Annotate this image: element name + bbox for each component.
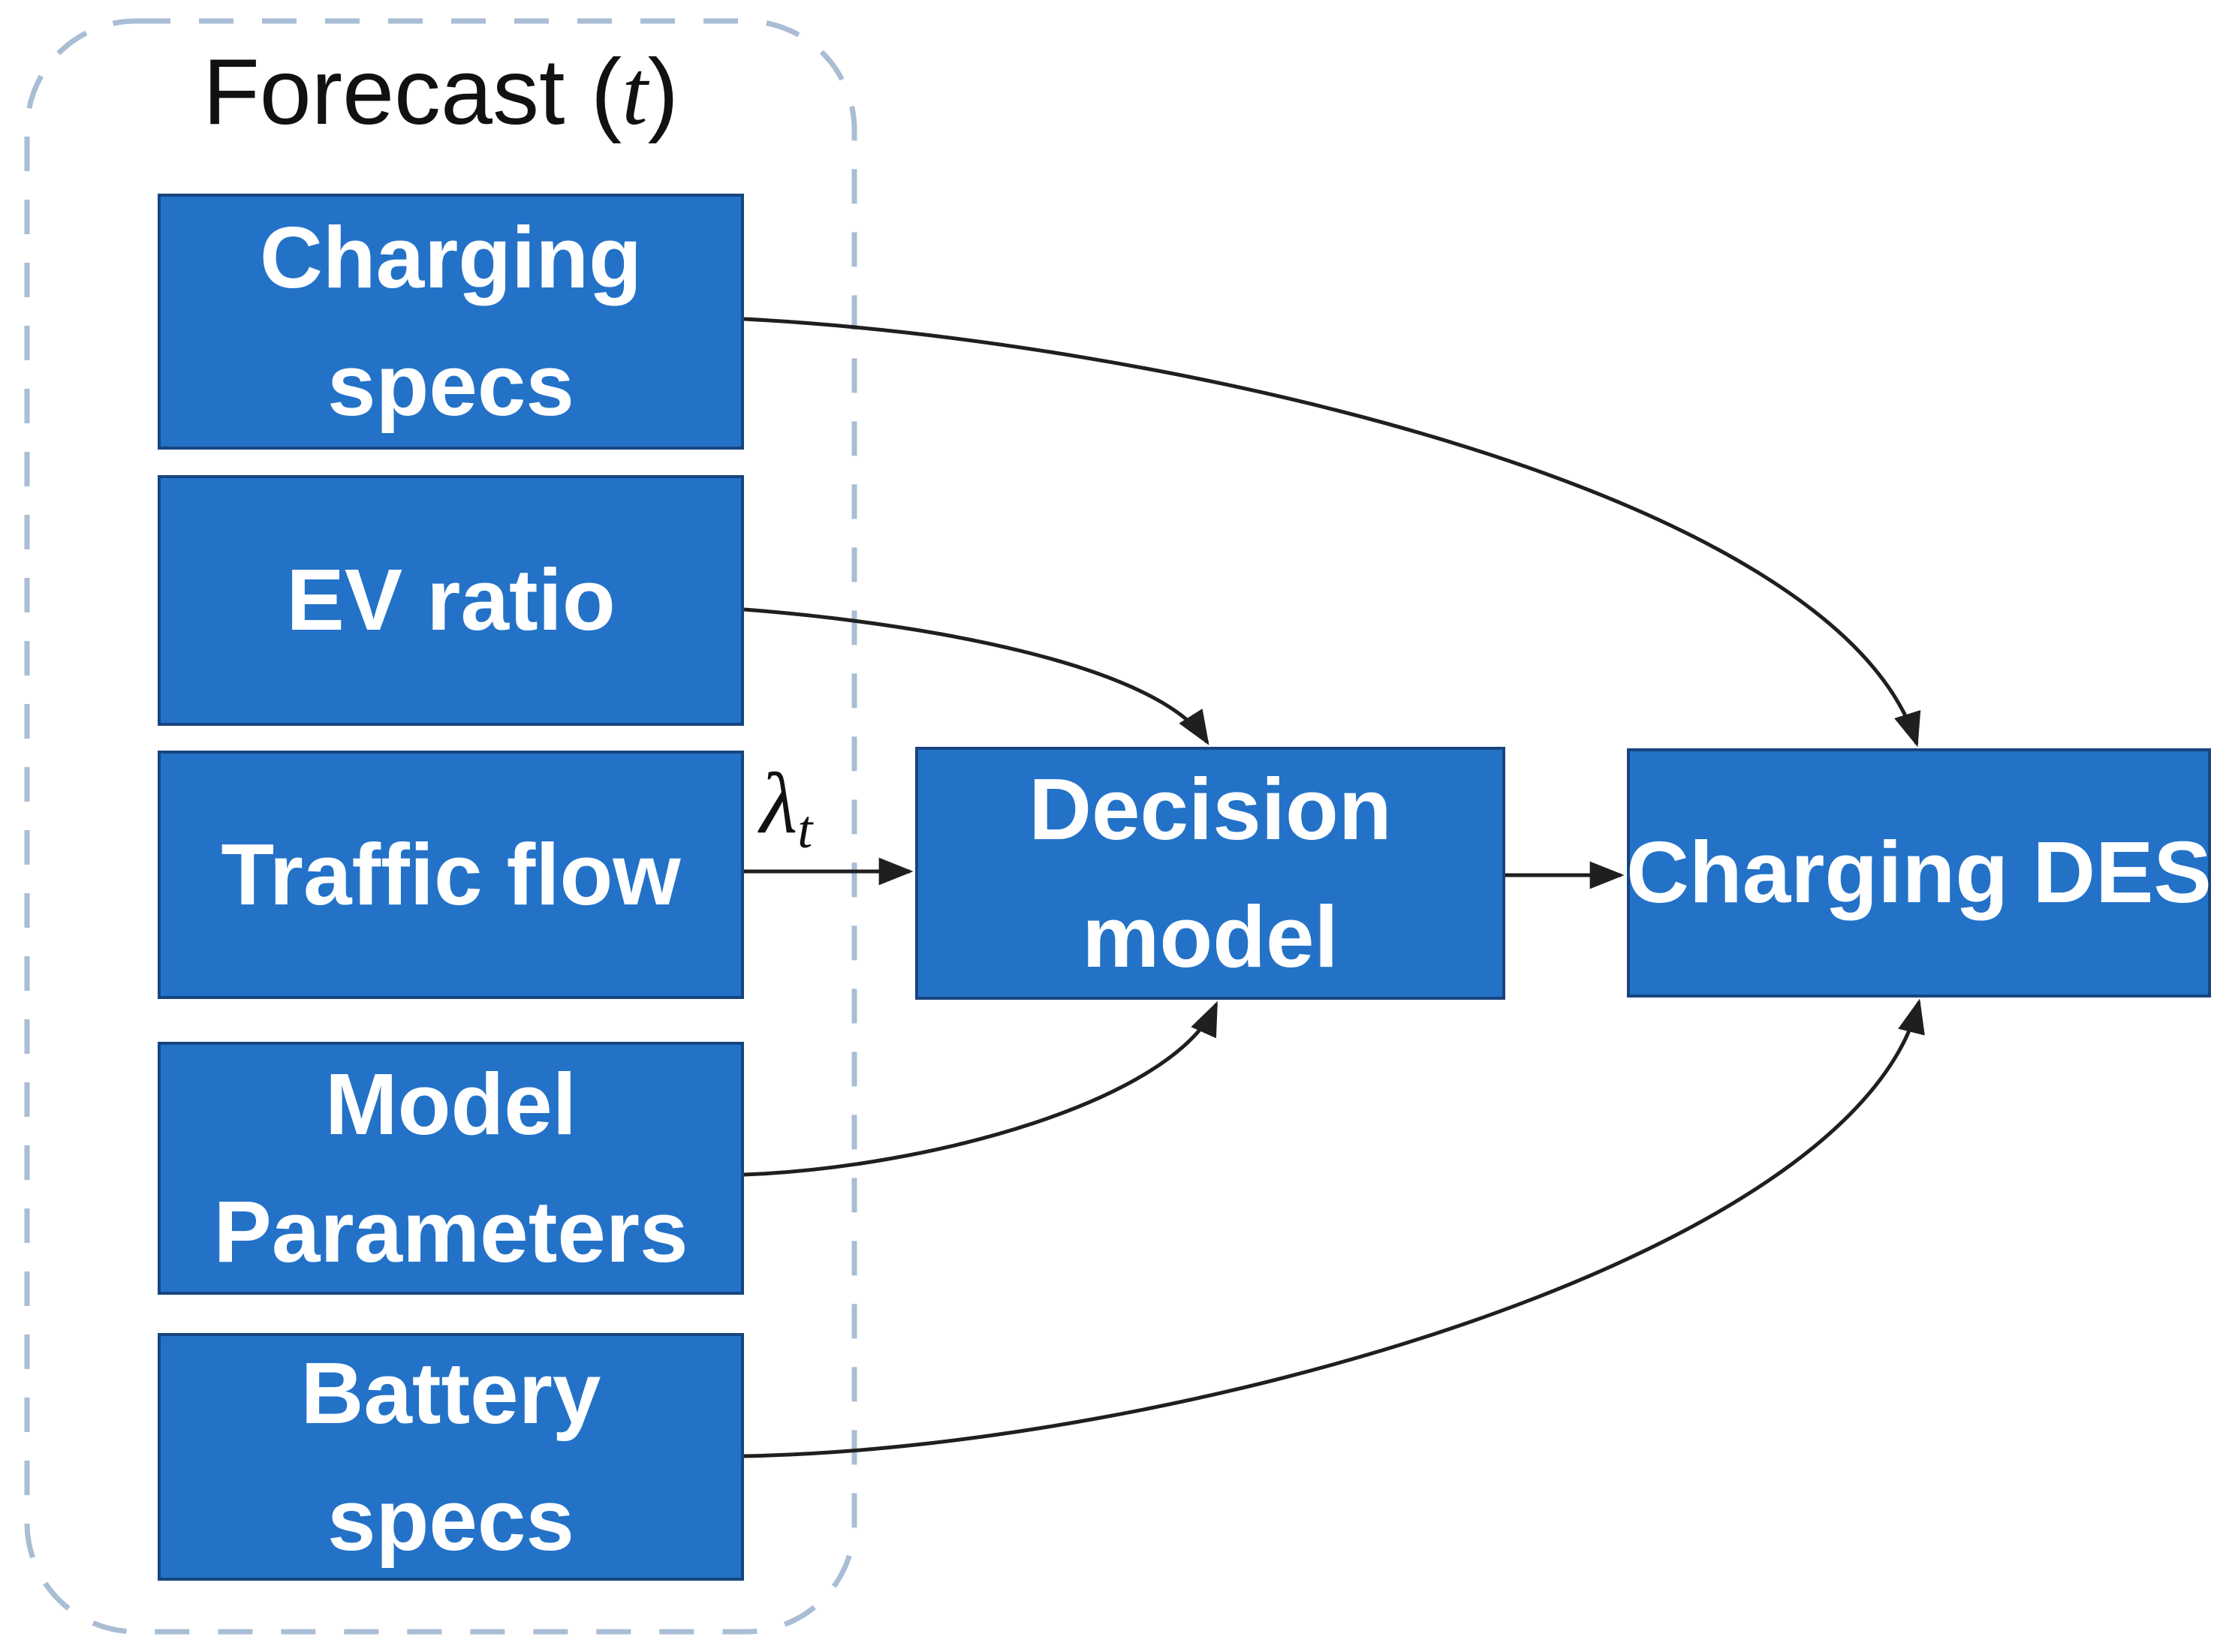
node-label-line: Battery	[300, 1344, 601, 1442]
node-model-parameters: Model Parameters	[158, 1042, 744, 1295]
forecast-title-close-paren: )	[647, 41, 679, 144]
forecast-title-text: Forecast (	[203, 41, 622, 144]
lambda-t-arrival-rate-label: λt	[760, 752, 812, 861]
node-charging-specs: Charging specs	[158, 194, 744, 450]
node-ev-ratio: EV ratio	[158, 475, 744, 726]
arrow-model-parameters-to-decision-model	[743, 1001, 1218, 1177]
node-label-line: Charging	[259, 209, 643, 307]
node-label-line: specs	[327, 336, 574, 434]
node-decision-model: Decision model	[915, 747, 1505, 1000]
arrow-ev-ratio-to-decision-model	[743, 607, 1209, 745]
node-label-line: EV ratio	[286, 551, 616, 649]
arrow-battery-specs-to-charging-des	[743, 998, 1925, 1458]
node-label-line: Model	[324, 1055, 577, 1154]
forecast-group-dashed-border	[24, 18, 857, 1635]
node-label-line: Decision	[1029, 760, 1392, 859]
lambda-subscript-t: t	[797, 799, 813, 860]
node-label-line: Parameters	[213, 1182, 688, 1280]
node-label-line: model	[1082, 887, 1339, 985]
node-battery-specs: Battery specs	[158, 1333, 744, 1581]
forecast-group-title: Forecast (t)	[27, 39, 854, 146]
node-traffic-flow: Traffic flow	[158, 751, 744, 999]
arrow-charging-specs-to-charging-des	[743, 317, 1921, 748]
lambda-symbol: λ	[760, 756, 798, 852]
node-charging-des: Charging DES	[1626, 748, 2212, 998]
node-label-line: Charging DES	[1626, 823, 2212, 922]
node-label-line: Traffic flow	[221, 825, 681, 923]
forecast-title-time-symbol: t	[622, 41, 648, 144]
node-label-line: specs	[327, 1471, 574, 1569]
